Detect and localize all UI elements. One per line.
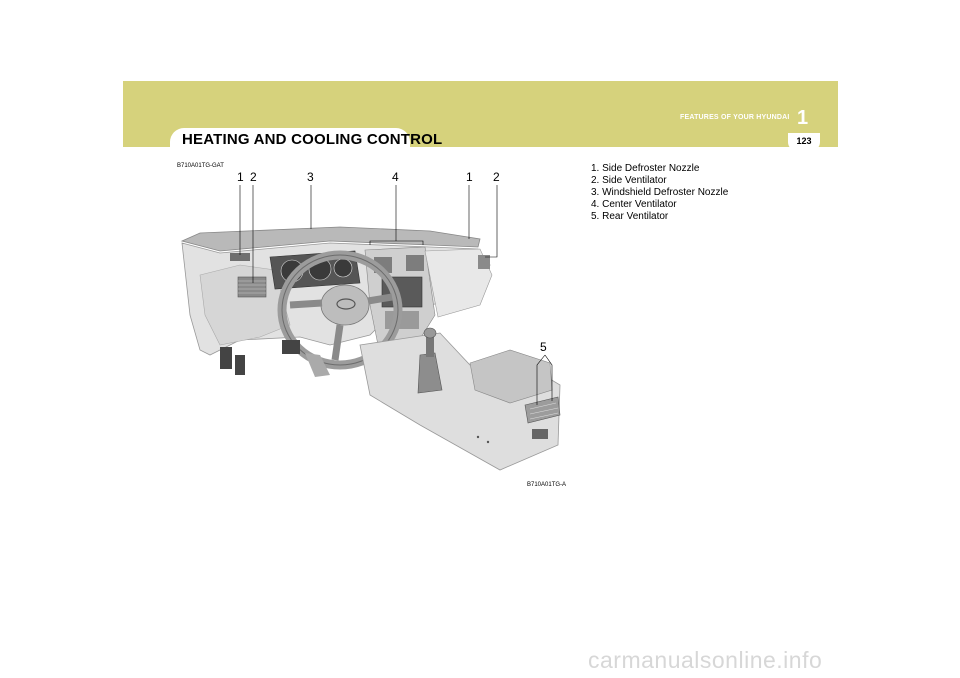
callout-1-left: 1	[237, 170, 244, 184]
legend-item: 1. Side Defroster Nozzle	[591, 163, 700, 174]
legend-item: 3. Windshield Defroster Nozzle	[591, 187, 729, 198]
legend-list: 1. Side Defroster Nozzle 2. Side Ventila…	[591, 163, 728, 223]
chapter-number: 1	[797, 107, 809, 129]
section-title: HEATING AND COOLING CONTROL	[182, 131, 443, 148]
legend-item: 2. Side Ventilator	[591, 175, 667, 186]
chapter-name: FEATURES OF YOUR HYUNDAI	[680, 114, 790, 121]
dashboard-illustration: 1 2 3 4 1 2 5	[180, 170, 561, 471]
callout-3: 3	[307, 170, 314, 184]
legend-item: 5. Rear Ventilator	[591, 211, 669, 222]
watermark: carmanualsonline.info	[588, 647, 823, 673]
callout-1-right: 1	[466, 170, 473, 184]
page-number: 123	[788, 133, 820, 151]
figure-code-bottom: B710A01TG-A	[527, 482, 567, 488]
section-tab	[170, 128, 410, 156]
legend-item: 4. Center Ventilator	[591, 199, 677, 210]
callout-5: 5	[540, 340, 547, 354]
callout-2-left: 2	[250, 170, 257, 184]
callout-4: 4	[392, 170, 399, 184]
callout-2-right: 2	[493, 170, 500, 184]
figure-code-top: B710A01TG-GAT	[177, 163, 224, 169]
